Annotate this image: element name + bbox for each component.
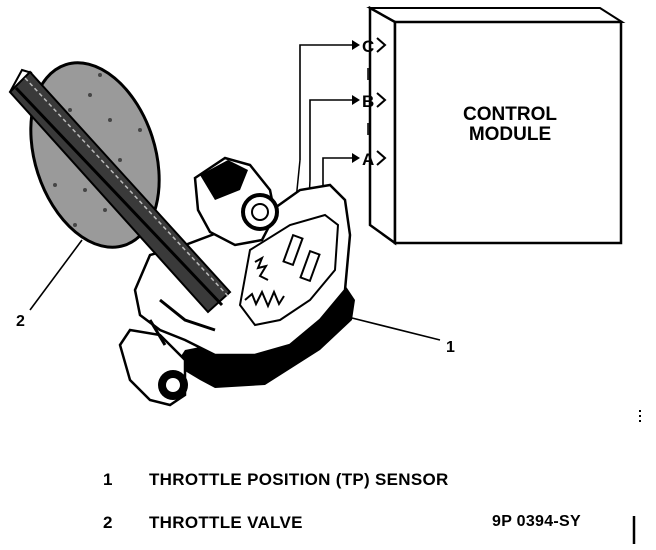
control-module: CONTROL MODULE [366, 5, 626, 246]
control-module-label-line2: MODULE [469, 124, 551, 145]
throttle-valve [8, 61, 232, 314]
legend-item-2-text: THROTTLE VALVE [149, 513, 303, 532]
callout-1-label: 1 [446, 339, 455, 356]
legend-item-1-number: 1 [103, 470, 113, 489]
legend-item-2-number: 2 [103, 513, 113, 532]
control-module-label-line1: CONTROL [463, 104, 557, 125]
callout-leaders: 2 1 [16, 239, 455, 356]
figure-code: 9P 0394-SY [492, 513, 581, 530]
throttle-body [118, 156, 355, 407]
terminal-c-label: C [362, 37, 374, 56]
terminal-a-label: A [362, 150, 374, 169]
legend-item-1-text: THROTTLE POSITION (TP) SENSOR [149, 470, 449, 489]
callout-2-label: 2 [16, 313, 25, 330]
terminal-b-label: B [362, 92, 374, 111]
